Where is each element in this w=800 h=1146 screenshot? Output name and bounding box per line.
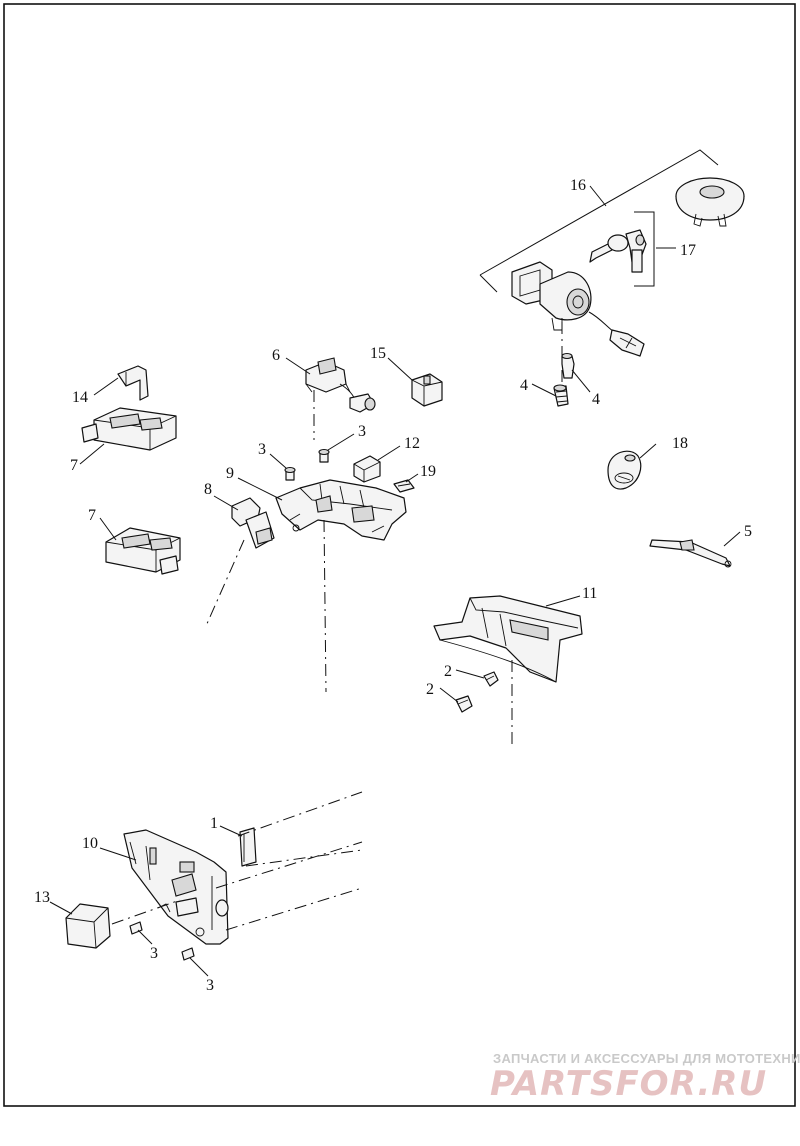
screw-part-4-upper (561, 352, 575, 379)
module-part-7-lower (105, 527, 181, 575)
bracket-part-9 (275, 479, 407, 541)
callout-14: 14 (72, 389, 88, 406)
callout-3-lower-right: 3 (206, 977, 214, 994)
callout-10: 10 (82, 835, 98, 852)
callout-7-lower: 7 (88, 507, 96, 524)
callout-12: 12 (404, 435, 420, 452)
callout-18: 18 (672, 435, 688, 452)
screw-part-4-lower (553, 384, 569, 407)
callout-19: 19 (420, 463, 436, 480)
callout-17: 17 (680, 242, 696, 259)
callout-9: 9 (226, 465, 234, 482)
clip-part-2-lower (455, 695, 473, 713)
callout-3-center-left: 3 (258, 441, 266, 458)
antenna-part-5 (649, 539, 732, 568)
relay-part-15 (411, 373, 443, 407)
ignition-group-bracket (479, 149, 719, 293)
callout-2-lower: 2 (426, 681, 434, 698)
screw-part-3-left (284, 466, 296, 481)
key-fob-part-18 (607, 450, 642, 490)
screw-part-3-lower-right (181, 947, 195, 961)
relay-harness-part-6 (305, 357, 376, 413)
clip-part-2-upper (483, 671, 499, 687)
callout-11: 11 (582, 585, 597, 602)
callout-4-right: 4 (592, 391, 600, 408)
ignition-cover (675, 177, 745, 227)
mounting-plate-part-10 (123, 829, 229, 945)
callout-6: 6 (272, 347, 280, 364)
callout-13: 13 (34, 889, 50, 906)
callout-5: 5 (744, 523, 752, 540)
watermark-logo: PARTSFOR.RU (490, 1064, 767, 1104)
callout-1: 1 (210, 815, 218, 832)
ignition-keys-part-17 (589, 211, 655, 287)
callout-3-lower-left: 3 (150, 945, 158, 962)
screw-part-3-right (318, 448, 330, 463)
block-part-13 (65, 903, 111, 949)
connector-part-12 (353, 455, 381, 483)
bracket-part-14 (117, 365, 149, 401)
callout-4-left: 4 (520, 377, 528, 394)
callout-8: 8 (204, 481, 212, 498)
callout-16: 16 (570, 177, 586, 194)
diagram-frame (3, 3, 796, 1107)
ignition-switch-part-16 (511, 261, 645, 357)
sensor-part-8 (231, 497, 275, 549)
callout-3-center-right: 3 (358, 423, 366, 440)
module-part-7-upper (81, 407, 177, 451)
pad-part-1 (239, 827, 257, 867)
cover-part-11 (433, 595, 583, 683)
callout-15: 15 (370, 345, 386, 362)
callout-7-upper: 7 (70, 457, 78, 474)
clip-part-19 (393, 479, 415, 493)
watermark-tagline: ЗАПЧАСТИ И АКСЕССУАРЫ ДЛЯ МОТОТЕХНИКИ (493, 1051, 800, 1066)
callout-2-upper: 2 (444, 663, 452, 680)
